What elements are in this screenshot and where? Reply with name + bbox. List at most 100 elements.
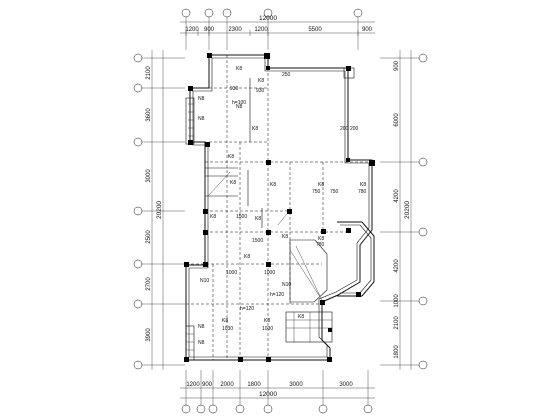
column xyxy=(266,262,271,267)
axis-bubble-right-5 xyxy=(418,360,428,370)
top-dim-6: 900 xyxy=(362,27,373,33)
interior-dim-label: 1500 xyxy=(252,238,263,244)
bottom-dim-5: 3000 xyxy=(289,382,303,388)
axis-bubble-bottom-3 xyxy=(208,404,218,414)
slab-label: K8 xyxy=(210,214,216,220)
left-total-label: 20200 xyxy=(156,201,163,219)
axis-bubble-right-3 xyxy=(418,227,428,237)
left-dim-5: 2700 xyxy=(146,277,152,291)
column xyxy=(327,357,332,362)
slab-label: K8 xyxy=(222,318,228,324)
interior-dim-label: 1000 xyxy=(264,270,275,276)
top-total-label: 12000 xyxy=(259,15,277,22)
interior-dim-label: 1000 xyxy=(226,270,237,276)
interior-dim-label: 250 xyxy=(282,72,291,78)
slab-label: N8 xyxy=(198,340,205,346)
slab-label: N8 xyxy=(198,116,205,122)
slab-label: K8 xyxy=(228,154,234,160)
axis-bubble-top-5 xyxy=(353,8,363,18)
thickness-label: h=120 xyxy=(240,306,254,312)
slab-labels: K8 K8 N8 N8 N8 K8 K8 K8 K8 K8 K8 K8 K8 K… xyxy=(198,66,366,346)
diagonal-details xyxy=(207,171,328,303)
left-dimension: 2100 3600 3000 2500 2700 3900 20200 xyxy=(146,50,164,370)
slab-label: K8 xyxy=(255,216,261,222)
slab-label: N8 xyxy=(198,324,205,330)
column xyxy=(320,300,325,305)
bottom-balcony xyxy=(285,311,333,343)
slab-label: N10 xyxy=(200,278,209,284)
top-dim-3: 2300 xyxy=(228,27,242,33)
column xyxy=(369,160,375,166)
slab-label: K8 xyxy=(360,182,366,188)
right-dim-4: 4200 xyxy=(394,259,400,273)
interior-dim-label: 750 xyxy=(330,189,339,195)
top-dim-1: 1200 xyxy=(185,27,199,33)
slab-label: K8 xyxy=(252,126,258,132)
column xyxy=(184,357,189,362)
axis-bubble-bottom-1 xyxy=(181,404,191,414)
axis-bubble-left-2 xyxy=(133,83,143,93)
top-dim-2: 900 xyxy=(204,27,215,33)
interior-dim-labels: 930 930 1030 1030 750 750 780 780 1000 1… xyxy=(222,72,367,332)
interior-dim-label: 780 xyxy=(358,189,367,195)
axis-bubble-top-1 xyxy=(181,8,191,18)
axis-bubble-left-3 xyxy=(133,137,143,147)
column xyxy=(346,158,350,162)
bottom-dim-1: 1200 xyxy=(186,382,200,388)
axis-bubble-left-7 xyxy=(133,360,143,370)
left-dim-4: 2500 xyxy=(146,230,152,244)
column xyxy=(188,86,193,91)
axis-bubble-bottom-5 xyxy=(263,404,273,414)
right-dim-1: 900 xyxy=(394,60,400,71)
column xyxy=(238,357,243,362)
column xyxy=(346,66,351,71)
bottom-dim-3: 2000 xyxy=(220,382,234,388)
interior-dim-label: 200 xyxy=(350,126,359,132)
slab-label: K8 xyxy=(270,182,276,188)
column xyxy=(264,53,270,59)
axis-bubble-top-2 xyxy=(204,8,214,18)
top-dim-4: 1200 xyxy=(254,27,268,33)
axis-bubble-bottom-4 xyxy=(235,404,245,414)
right-total-label: 20200 xyxy=(404,201,411,219)
axis-bubble-left-5 xyxy=(133,259,143,269)
left-dim-1: 2100 xyxy=(146,66,152,80)
slab-label: K8 xyxy=(282,234,288,240)
column xyxy=(203,230,208,235)
column xyxy=(184,262,189,267)
slab-label: N8 xyxy=(236,104,243,110)
slab-label: N10 xyxy=(282,282,291,288)
left-axis-column xyxy=(133,53,185,370)
column xyxy=(321,229,326,234)
axis-bubble-right-4 xyxy=(418,296,428,306)
columns xyxy=(184,53,375,362)
column xyxy=(287,209,292,214)
right-dim-7: 1800 xyxy=(394,345,400,359)
thickness-label: h=120 xyxy=(270,292,284,298)
interior-dim-label: 750 xyxy=(312,189,321,195)
bottom-axis-row xyxy=(181,370,373,414)
right-dim-2: 6000 xyxy=(394,113,400,127)
right-dim-3: 4200 xyxy=(394,189,400,203)
column xyxy=(203,262,208,267)
column xyxy=(266,160,271,165)
interior-beams xyxy=(186,55,372,360)
interior-dim-label: 930 xyxy=(256,88,265,94)
slab-label: K8 xyxy=(230,180,236,186)
slab-label: K8 xyxy=(318,236,324,242)
thickness-label: h=100 xyxy=(232,100,246,106)
interior-dim-label: 1030 xyxy=(262,326,273,332)
thickness-labels: h=100 h=120 h=120 xyxy=(232,100,284,312)
top-dimension: 12000 1200 900 2300 1200 5500 900 xyxy=(180,15,375,36)
interior-dim-label: 930 xyxy=(230,86,239,92)
column xyxy=(356,292,361,297)
top-axis-row xyxy=(181,8,363,50)
column xyxy=(346,228,351,233)
interior-dim-label: 200 xyxy=(340,126,349,132)
slab-label: K8 xyxy=(318,182,324,188)
column xyxy=(266,357,271,362)
column xyxy=(207,53,212,58)
slab-label: K8 xyxy=(258,78,264,84)
interior-dim-label: 1030 xyxy=(222,326,233,332)
slab-label: K8 xyxy=(298,314,304,320)
